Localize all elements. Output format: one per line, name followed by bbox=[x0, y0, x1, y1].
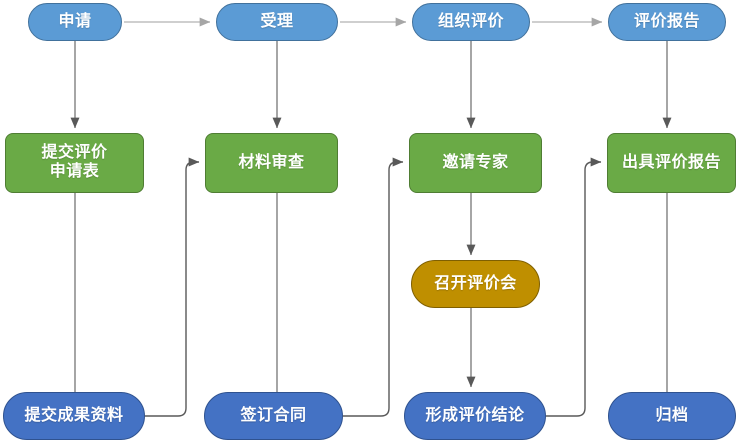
node-accept[interactable]: 受理 bbox=[216, 3, 338, 41]
node-apply[interactable]: 申请 bbox=[28, 3, 122, 41]
node-organize-evaluation[interactable]: 组织评价 bbox=[412, 3, 530, 41]
node-submit-result-materials[interactable]: 提交成果资料 bbox=[3, 392, 145, 440]
node-form-evaluation-conclusion[interactable]: 形成评价结论 bbox=[404, 392, 546, 440]
node-hold-evaluation-meeting[interactable]: 召开评价会 bbox=[411, 260, 540, 308]
edge-sign-contract-to-invite-experts bbox=[343, 157, 404, 417]
node-accept-label: 受理 bbox=[260, 12, 294, 30]
node-form-evaluation-conclusion-label: 形成评价结论 bbox=[425, 406, 525, 424]
edge-form-conclusion-to-issue-report bbox=[546, 157, 602, 417]
node-submit-result-materials-label: 提交成果资料 bbox=[24, 406, 124, 424]
node-apply-label: 申请 bbox=[58, 12, 92, 30]
node-material-review-label: 材料审查 bbox=[238, 153, 305, 171]
node-evaluation-report[interactable]: 评价报告 bbox=[608, 3, 726, 41]
node-organize-evaluation-label: 组织评价 bbox=[437, 12, 504, 30]
node-issue-evaluation-report-label: 出具评价报告 bbox=[621, 153, 721, 171]
node-issue-evaluation-report[interactable]: 出具评价报告 bbox=[607, 133, 736, 193]
node-submit-application-form[interactable]: 提交评价 申请表 bbox=[5, 133, 144, 193]
node-hold-evaluation-meeting-label: 召开评价会 bbox=[434, 274, 517, 292]
node-material-review[interactable]: 材料审查 bbox=[205, 133, 338, 193]
node-evaluation-report-label: 评价报告 bbox=[633, 12, 700, 30]
node-invite-experts-label: 邀请专家 bbox=[442, 153, 509, 171]
node-archive-label: 归档 bbox=[655, 406, 689, 424]
node-invite-experts[interactable]: 邀请专家 bbox=[409, 133, 542, 193]
node-sign-contract-label: 签订合同 bbox=[240, 406, 307, 424]
node-submit-application-form-label: 提交评价 申请表 bbox=[41, 144, 108, 180]
node-sign-contract[interactable]: 签订合同 bbox=[204, 392, 343, 440]
node-archive[interactable]: 归档 bbox=[608, 392, 736, 440]
edge-submit-results-to-material-review bbox=[145, 157, 200, 417]
